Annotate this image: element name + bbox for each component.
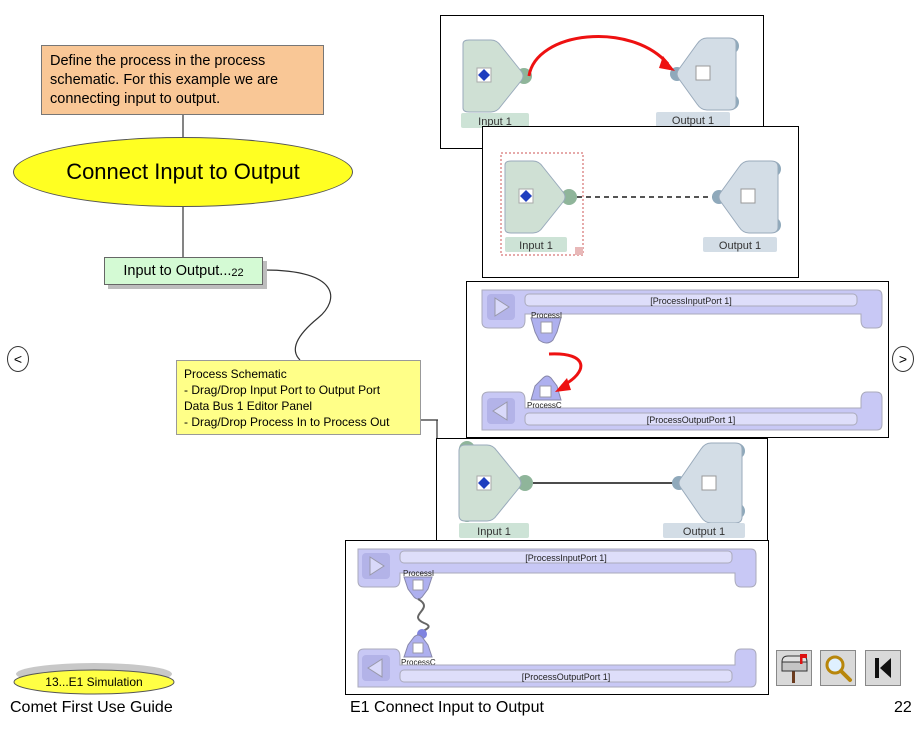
output-label: Output 1 xyxy=(683,526,725,538)
input-label: Input 1 xyxy=(478,116,512,128)
input-port-node[interactable] xyxy=(504,160,577,234)
process-in-node[interactable]: ProcessI xyxy=(403,569,434,600)
footer-page-title: E1 Connect Input to Output xyxy=(350,699,544,716)
process-output-bus: [ProcessOutputPort 1] xyxy=(357,648,757,688)
next-label: > xyxy=(898,351,908,367)
process-out-node[interactable]: ProcessC xyxy=(401,629,436,667)
input-label-bg xyxy=(459,523,529,538)
output-label: Output 1 xyxy=(719,240,761,252)
process-input-bus: [ProcessInputPort 1] xyxy=(357,548,757,588)
main-topic-ellipse[interactable]: Connect Input to Output xyxy=(13,137,353,207)
flow-connectors xyxy=(182,115,438,440)
resize-handle[interactable] xyxy=(575,247,583,255)
output-label-bg xyxy=(663,523,745,538)
schematic-panel-dashed: Input 1 Output 1 xyxy=(482,126,799,278)
note-line: - Drag/Drop Input Port to Output Port xyxy=(184,383,381,397)
define-process-text: Define the process in the process schema… xyxy=(50,53,279,107)
schematic-canvas: Input 1 Output 1 xyxy=(458,441,745,538)
note-line: Data Bus 1 Editor Panel xyxy=(184,399,313,413)
process-input-port-label: [ProcessInputPort 1] xyxy=(525,553,607,563)
process-in-node[interactable]: ProcessI xyxy=(530,311,562,344)
simulation-link-shape xyxy=(13,663,175,695)
output-label: Output 1 xyxy=(672,115,714,127)
instruction-note: Process Schematic - Drag/Drop Input Port… xyxy=(176,360,421,435)
prev-page-button[interactable]: < xyxy=(7,346,29,372)
input-port-node[interactable] xyxy=(458,441,533,522)
input-label: Input 1 xyxy=(519,240,553,252)
simulation-link[interactable]: 13...E1 Simulation xyxy=(13,662,175,696)
drag-arrow xyxy=(548,352,583,388)
input-label: Input 1 xyxy=(477,526,511,538)
subtopic-label: Input to Output... xyxy=(123,263,232,279)
bus-editor-panel-drag: [ProcessInputPort 1] ProcessI [ProcessOu… xyxy=(466,281,889,438)
schematic-canvas: Input 1 Output 1 xyxy=(500,152,781,256)
drag-arrow xyxy=(527,35,670,77)
schematic-panel-connected: Input 1 Output 1 xyxy=(436,438,768,544)
output-port-node[interactable] xyxy=(712,160,781,234)
process-output-port-label: [ProcessOutputPort 1] xyxy=(647,415,736,425)
process-out-node[interactable]: ProcessC xyxy=(527,375,562,410)
input-port-node[interactable] xyxy=(462,39,532,113)
input-label-bg xyxy=(505,237,567,252)
footer-guide-title: Comet First Use Guide xyxy=(10,699,173,716)
drag-arrow-head xyxy=(659,56,675,71)
process-in-label: ProcessI xyxy=(403,569,434,578)
process-input-bus: [ProcessInputPort 1] xyxy=(481,289,883,329)
mailbox-icon[interactable] xyxy=(776,650,812,686)
schematic-canvas: Input 1 Output 1 xyxy=(461,35,739,128)
output-port-node[interactable] xyxy=(672,442,745,524)
magnifier-icon[interactable] xyxy=(820,650,856,686)
main-topic-title: Connect Input to Output xyxy=(66,159,300,184)
note-line: - Drag/Drop Process In to Process Out xyxy=(184,415,390,429)
footer-page-number: 22 xyxy=(894,699,912,716)
output-label-bg xyxy=(703,237,777,252)
bus-editor-canvas: [ProcessInputPort 1] ProcessI [ProcessOu… xyxy=(481,289,883,431)
bus-editor-panel-connected: [ProcessInputPort 1] ProcessI ProcessC [… xyxy=(345,540,769,695)
process-in-label: ProcessI xyxy=(531,311,562,320)
simulation-link-label: 13...E1 Simulation xyxy=(45,675,143,689)
process-output-bus: [ProcessOutputPort 1] xyxy=(481,391,883,431)
output-label-bg xyxy=(656,112,730,127)
output-port-node[interactable] xyxy=(670,37,739,111)
define-process-box: Define the process in the process schema… xyxy=(41,45,324,115)
prev-label: < xyxy=(13,351,23,367)
bus-editor-canvas: [ProcessInputPort 1] ProcessI ProcessC [… xyxy=(357,548,757,688)
process-out-label: ProcessC xyxy=(401,658,436,667)
next-page-button[interactable]: > xyxy=(892,346,914,372)
selection-box xyxy=(500,152,584,256)
note-line: Process Schematic xyxy=(184,367,287,381)
subtopic-number: 22 xyxy=(231,266,244,279)
drag-arrow-head xyxy=(555,378,571,392)
process-output-port-label: [ProcessOutputPort 1] xyxy=(522,672,611,682)
process-out-label: ProcessC xyxy=(527,401,562,410)
input-label-bg xyxy=(461,113,529,128)
process-input-port-label: [ProcessInputPort 1] xyxy=(650,296,732,306)
subtopic-link[interactable]: Input to Output...22 xyxy=(104,257,263,285)
first-page-icon[interactable] xyxy=(865,650,901,686)
